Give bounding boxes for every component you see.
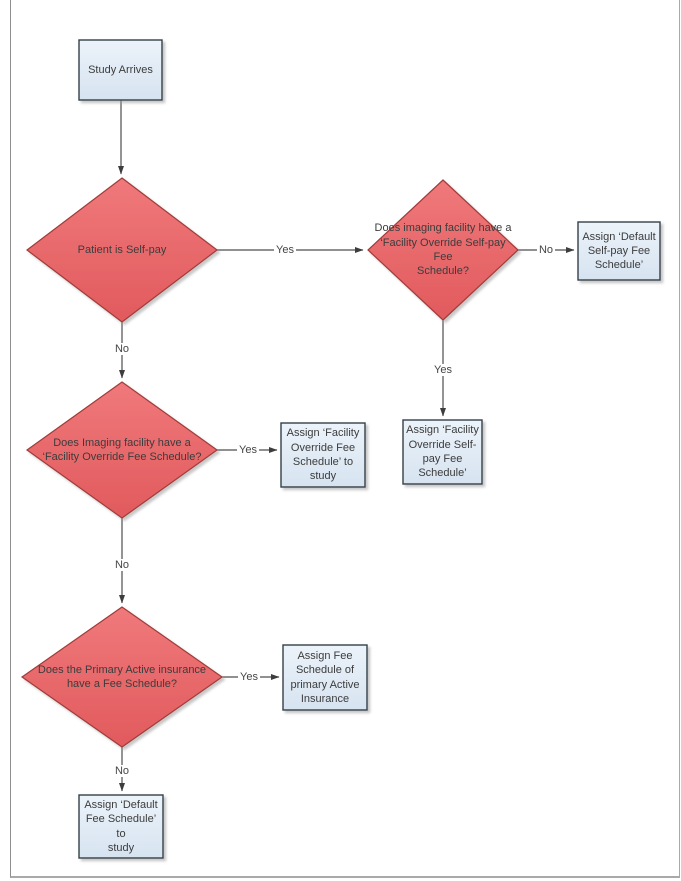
node-decision-selfpay: [26, 177, 218, 323]
node-assign-default-selfpay: [577, 221, 661, 281]
node-assign-default: [78, 794, 164, 859]
node-decision-override: [25, 381, 219, 519]
node-decision-primary: [20, 606, 224, 748]
node-assign-override-selfpay: [402, 419, 483, 485]
node-decision-override-selfpay: [367, 179, 519, 321]
node-assign-override: [280, 422, 366, 488]
page-frame: [10, 0, 680, 878]
node-assign-primary: [282, 644, 368, 711]
node-study-arrives: [78, 39, 163, 101]
